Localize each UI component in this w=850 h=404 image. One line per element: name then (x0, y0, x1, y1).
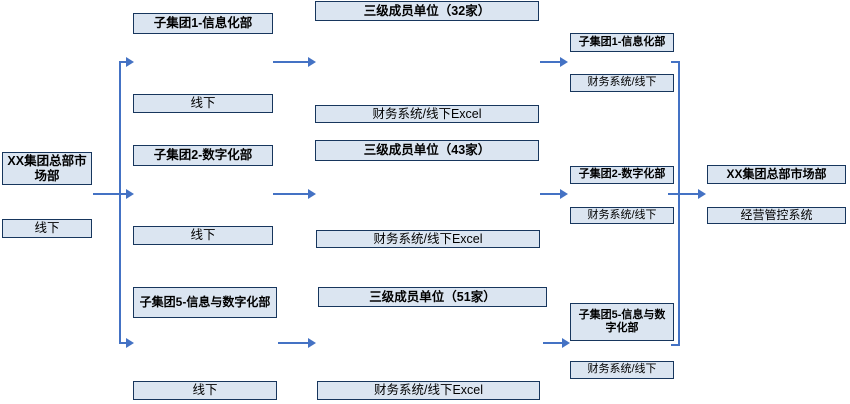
arrowhead-icon (560, 57, 568, 67)
arrowhead-icon (560, 189, 568, 199)
subgroup2-receive-channel-box: 财务系统/线下 (570, 207, 674, 224)
subgroup5-send-box: 子集团5-信息与数字化部 (133, 287, 277, 318)
member-units-channel-box-1: 财务系统/线下Excel (315, 105, 539, 123)
arrowhead-icon (308, 189, 316, 199)
subgroup2-receive-box: 子集团2-数字化部 (570, 166, 674, 184)
member-units-box-3: 三级成员单位（51家） (318, 287, 547, 307)
left-bracket-line (119, 61, 121, 344)
arrowhead-icon (126, 189, 134, 199)
subgroup1-receive-channel-box: 财务系统/线下 (570, 74, 674, 92)
hq-system-box-right: 经营管控系统 (707, 207, 846, 224)
arrowhead-icon (126, 57, 134, 67)
subgroup5-receive-box: 子集团5-信息与数字化部 (570, 303, 674, 341)
arrowhead-icon (562, 338, 570, 348)
row1-right-line (540, 61, 560, 63)
hq-output-line (668, 193, 698, 195)
right-bracket-bottom-hook (671, 344, 680, 346)
row3-stub-line (119, 342, 126, 344)
subgroup2-send-box: 子集团2-数字化部 (133, 145, 273, 166)
arrowhead-icon (308, 338, 316, 348)
row1-mid-line (273, 61, 308, 63)
subgroup1-send-channel-box: 线下 (133, 94, 273, 113)
hq-feed-line (93, 193, 126, 195)
hq-channel-box-left: 线下 (2, 219, 92, 238)
row3-right-line (543, 342, 562, 344)
row2-right-line (540, 193, 560, 195)
row1-stub-line (119, 61, 126, 63)
row2-mid-line (273, 193, 308, 195)
member-units-box-1: 三级成员单位（32家） (315, 1, 539, 21)
row3-mid-line (278, 342, 308, 344)
subgroup5-receive-channel-box: 财务系统/线下 (570, 361, 674, 379)
subgroup5-send-channel-box: 线下 (133, 381, 277, 400)
member-units-box-2: 三级成员单位（43家） (315, 140, 539, 161)
hq-dept-box-left: XX集团总部市场部 (2, 152, 92, 185)
right-bracket-line (678, 61, 680, 346)
hq-dept-box-right: XX集团总部市场部 (707, 165, 846, 184)
arrowhead-icon (126, 338, 134, 348)
subgroup2-send-channel-box: 线下 (133, 226, 273, 245)
right-bracket-top-hook (671, 61, 678, 63)
member-units-channel-box-3: 财务系统/线下Excel (317, 381, 540, 400)
arrowhead-icon (698, 189, 706, 199)
subgroup1-send-box: 子集团1-信息化部 (133, 13, 273, 34)
arrowhead-icon (308, 57, 316, 67)
member-units-channel-box-2: 财务系统/线下Excel (316, 230, 540, 248)
subgroup1-receive-box: 子集团1-信息化部 (570, 33, 674, 52)
